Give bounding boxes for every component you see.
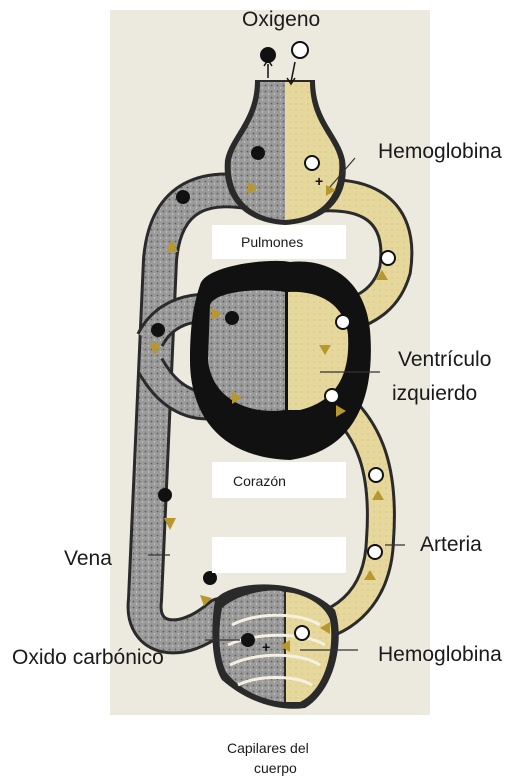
label-pulmones: Pulmones: [241, 234, 303, 250]
label-corazon: Corazón: [233, 473, 286, 489]
label-ventriculo-1: Ventrículo: [398, 348, 491, 372]
label-hemoglobina-bottom: Hemoglobina: [378, 643, 502, 667]
plus-sign-bottom: +: [262, 639, 270, 655]
label-oxido-carbonico: Oxido carbónico: [12, 646, 164, 670]
oxygen-molecule: [292, 42, 308, 58]
blank-label-box: [212, 537, 346, 573]
label-capilares-1: Capilares del: [227, 740, 309, 756]
label-oxigeno: Oxigeno: [242, 8, 320, 32]
plus-sign-top: +: [315, 173, 323, 189]
label-hemoglobina-top: Hemoglobina: [378, 140, 502, 164]
label-arteria: Arteria: [420, 533, 482, 557]
label-capilares-2: cuerpo: [254, 760, 297, 776]
label-ventriculo-2: izquierdo: [392, 382, 477, 406]
label-vena: Vena: [64, 547, 112, 571]
